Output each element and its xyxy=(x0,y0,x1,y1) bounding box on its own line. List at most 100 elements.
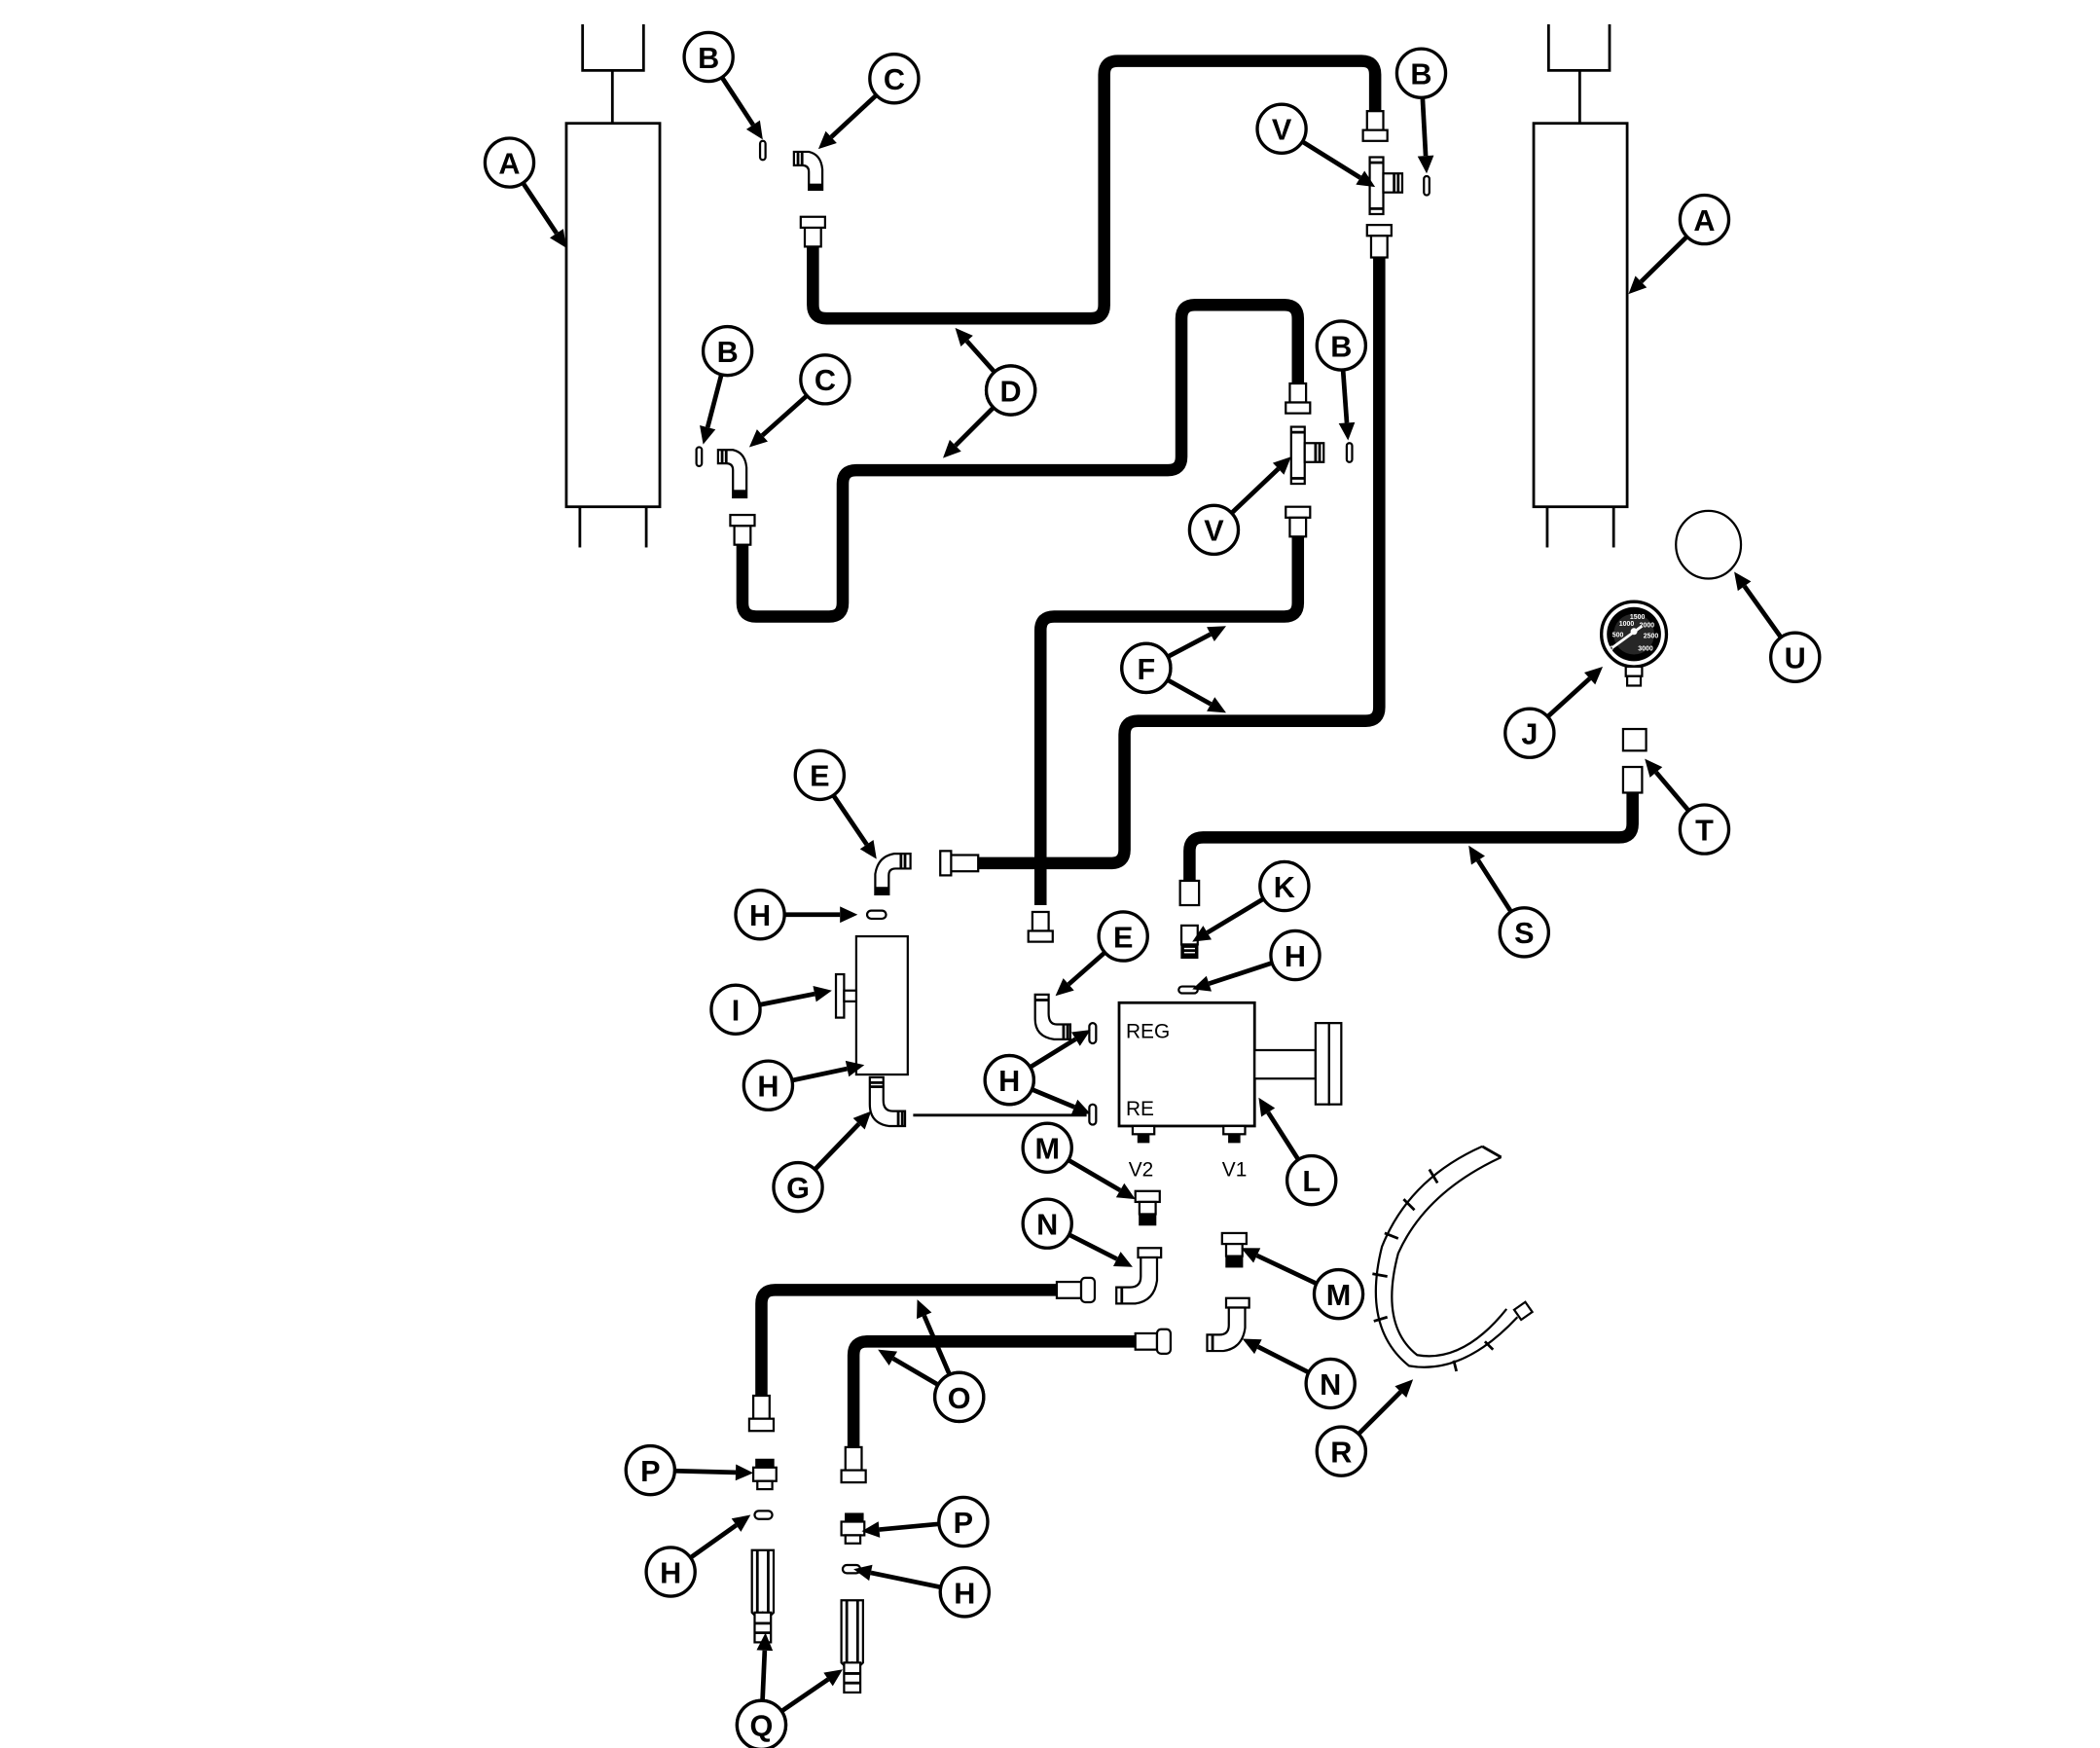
callout-v-tee-lower: V xyxy=(1187,456,1291,557)
port-label-re: RE xyxy=(1126,1098,1154,1120)
leader-line xyxy=(870,1570,942,1590)
leader-line xyxy=(1639,235,1689,284)
callout-circle xyxy=(932,1370,986,1424)
callout-c-elbow-upper: C xyxy=(817,53,921,150)
arrowhead-icon xyxy=(1468,845,1486,865)
svg-text:1000: 1000 xyxy=(1619,621,1635,628)
callout-circle xyxy=(483,136,536,189)
callout-circle xyxy=(1097,910,1149,963)
svg-text:2000: 2000 xyxy=(1640,623,1655,630)
arrowhead-icon xyxy=(853,1564,873,1582)
arrowhead-icon xyxy=(549,229,566,248)
oring-4 xyxy=(1088,1022,1098,1045)
callout-h-oring-6: H xyxy=(644,1514,751,1598)
callout-label: H xyxy=(998,1065,1020,1098)
callout-circle xyxy=(1187,503,1241,557)
callout-label: F xyxy=(1137,653,1155,686)
arrowhead-icon xyxy=(731,1514,751,1532)
arrowhead-icon xyxy=(1628,275,1647,295)
callout-label: L xyxy=(1302,1165,1321,1198)
callout-e-elbow-e-lower: E xyxy=(1055,910,1149,997)
callout-l-manifold-l: L xyxy=(1258,1097,1338,1207)
callout-circle xyxy=(1312,1267,1365,1321)
leader-line xyxy=(1206,896,1265,935)
clip-upper-right xyxy=(1423,174,1430,197)
callout-circle xyxy=(937,1495,990,1548)
callout-circle xyxy=(682,30,735,84)
leader-line xyxy=(1340,369,1350,423)
callout-h-oring-3: H xyxy=(1192,929,1322,992)
arrowhead-icon xyxy=(1070,1099,1091,1115)
callout-circle xyxy=(1498,906,1551,959)
cylinder-right xyxy=(1532,24,1629,548)
arrowhead-icon xyxy=(813,986,832,1002)
callout-p-adapter-p-left: P xyxy=(624,1443,754,1497)
callout-circle xyxy=(1285,1153,1338,1207)
oring-3 xyxy=(1177,985,1199,995)
leader-line xyxy=(1208,961,1273,986)
callout-u-cap-u: U xyxy=(1734,571,1822,683)
svg-text:3000: 3000 xyxy=(1638,645,1653,652)
leader-line xyxy=(831,793,869,847)
callout-circle xyxy=(1255,102,1308,155)
arrowhead-icon xyxy=(1115,1183,1136,1200)
callout-b-clip-upper-left: B xyxy=(682,30,763,140)
oring-1 xyxy=(865,909,887,921)
clip-upper-left xyxy=(758,139,767,162)
callout-circle xyxy=(1269,929,1322,982)
leader-line xyxy=(674,1468,737,1475)
callout-circle xyxy=(734,889,786,941)
hose-f-lower xyxy=(939,223,1393,877)
callout-j-gauge-j: J xyxy=(1503,666,1604,759)
arrowhead-icon xyxy=(748,429,768,448)
callout-label: V xyxy=(1272,114,1292,147)
arrowhead-icon xyxy=(845,1060,865,1077)
tee-lower xyxy=(1289,425,1325,486)
callout-label: S xyxy=(1514,917,1534,950)
callout-c-elbow-lower: C xyxy=(748,353,851,448)
leader-line xyxy=(1255,1253,1318,1287)
strap-r xyxy=(1372,1145,1535,1372)
callout-v-tee-upper: V xyxy=(1255,102,1376,188)
svg-text:0: 0 xyxy=(1610,645,1613,652)
elbow-g xyxy=(868,1075,1087,1128)
callout-circle xyxy=(1678,193,1731,246)
callout-label: R xyxy=(1330,1436,1352,1469)
callout-label: Q xyxy=(750,1710,774,1743)
callout-label: B xyxy=(698,42,719,75)
arrowhead-icon xyxy=(859,840,877,859)
clip-lower-left xyxy=(695,446,704,468)
arrowhead-icon xyxy=(861,1521,881,1538)
callout-label: C xyxy=(815,364,836,397)
cylinder-left xyxy=(564,24,662,548)
callout-label: M xyxy=(1326,1279,1351,1312)
callout-q-coupler-q-right: Q xyxy=(735,1669,843,1748)
callout-f-hose-f-lower: F xyxy=(1120,641,1226,713)
hose-f-upper xyxy=(1027,505,1312,943)
arrowhead-icon xyxy=(852,1111,872,1130)
arrowhead-icon xyxy=(817,130,837,150)
callout-k-fitting-k: K xyxy=(1192,859,1311,942)
arrowhead-icon xyxy=(1734,571,1752,592)
arrowhead-icon xyxy=(756,1632,774,1652)
callout-circle xyxy=(938,1566,992,1619)
arrowhead-icon xyxy=(1192,975,1212,992)
oring-6 xyxy=(753,1510,774,1520)
callout-label: V xyxy=(1204,515,1224,548)
valve-i xyxy=(834,934,909,1076)
callout-a-cylinder-right: A xyxy=(1628,193,1731,295)
leader-line xyxy=(759,991,815,1007)
svg-text:2500: 2500 xyxy=(1644,634,1659,640)
callout-circle xyxy=(1678,803,1731,856)
callout-circle xyxy=(1021,1197,1073,1250)
callout-circle xyxy=(735,1698,788,1748)
callout-d-hose-d-lower: D xyxy=(943,364,1037,458)
adapter-p-left xyxy=(751,1458,778,1491)
adapter-p-right xyxy=(840,1512,866,1545)
callout-s-hose-s: S xyxy=(1468,845,1551,959)
arrowhead-icon xyxy=(1070,1030,1091,1046)
callout-n-elbow-n-v2: N xyxy=(1021,1197,1133,1267)
arrowhead-icon xyxy=(745,120,763,140)
callout-label: D xyxy=(1000,375,1022,408)
callout-circle xyxy=(624,1443,677,1497)
